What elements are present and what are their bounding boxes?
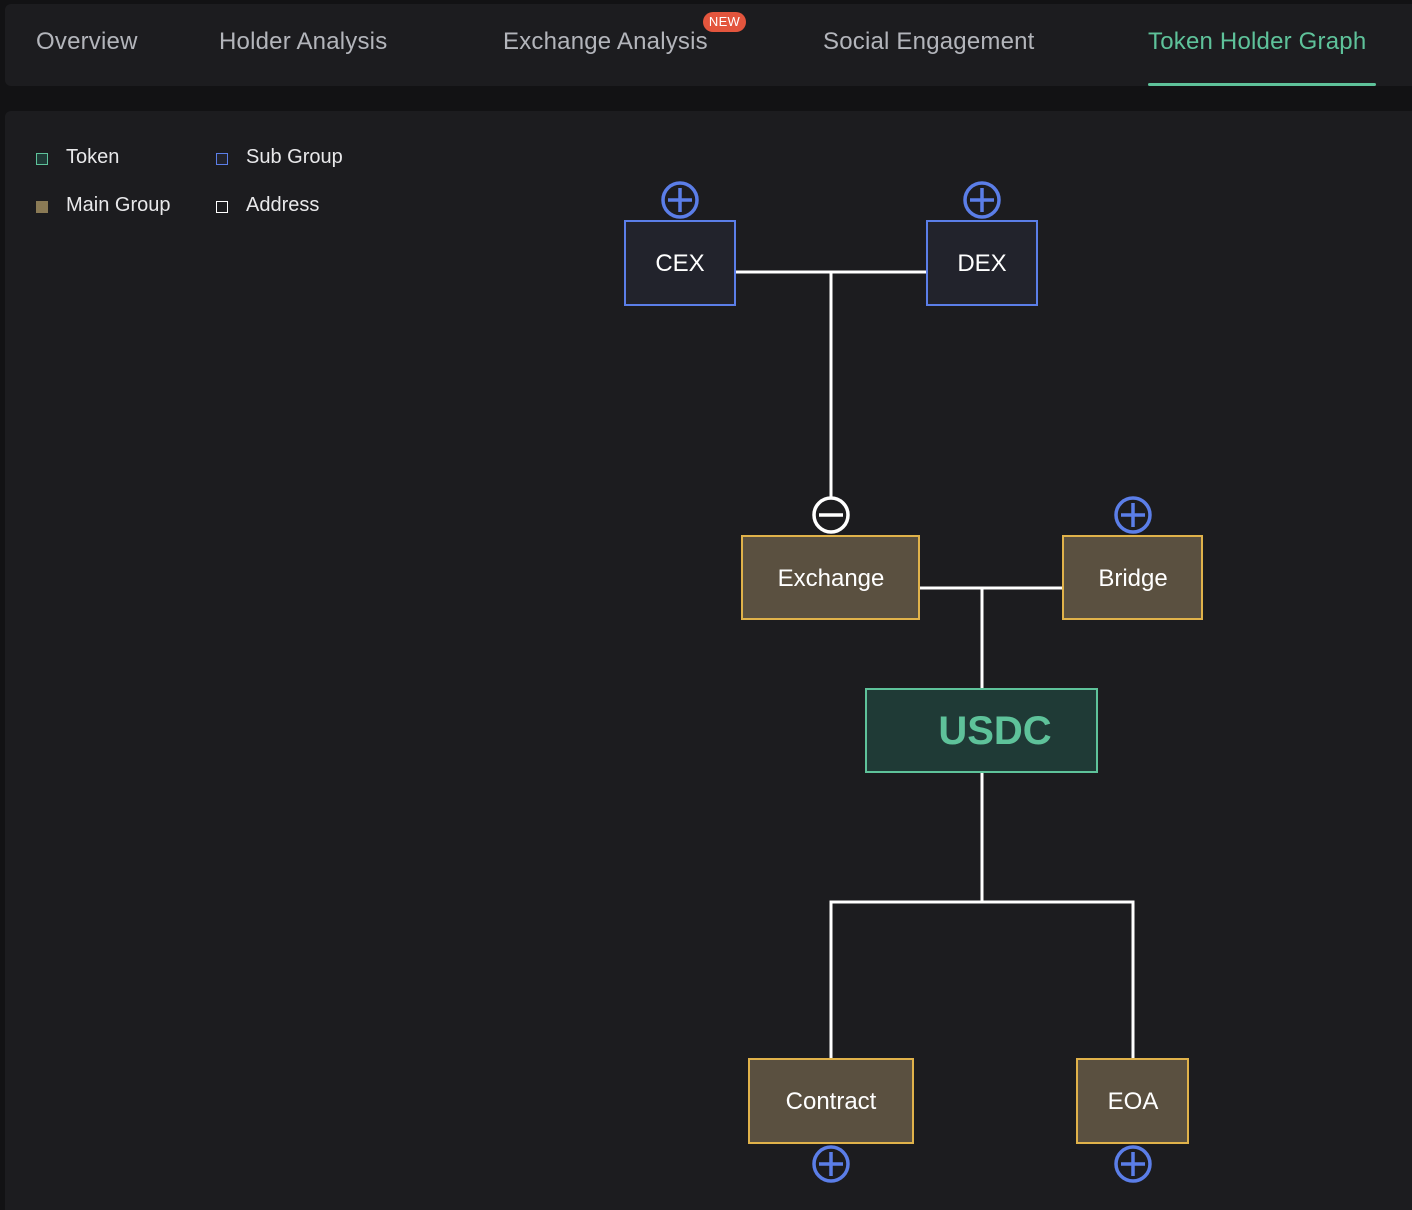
tab-holder-analysis[interactable]: Holder Analysis (219, 28, 388, 55)
edge-contract-eoa (829, 900, 1135, 1059)
graph-edges (735, 270, 1135, 1059)
node-label: Exchange (778, 565, 885, 592)
legend-label: Token (66, 146, 120, 168)
expand-icon[interactable] (1114, 1145, 1152, 1183)
legend-label: Sub Group (246, 146, 343, 168)
tab-social-engagement[interactable]: Social Engagement (823, 28, 1035, 55)
node-dex[interactable]: DEX (926, 220, 1038, 306)
active-tab-indicator (1148, 83, 1376, 86)
tab-exchange-analysis[interactable]: Exchange Analysis (503, 28, 708, 55)
expand-icon[interactable] (1114, 496, 1152, 534)
node-label: Contract (786, 1088, 877, 1115)
main-group-swatch (36, 201, 48, 213)
collapse-icon[interactable] (812, 496, 850, 534)
address-swatch (216, 201, 228, 213)
node-label: CEX (655, 250, 704, 277)
expand-icon[interactable] (812, 1145, 850, 1183)
expand-icon[interactable] (963, 181, 1001, 219)
node-contract[interactable]: Contract (748, 1058, 914, 1144)
node-label: EOA (1108, 1088, 1159, 1115)
node-label: Bridge (1098, 565, 1167, 592)
tab-token-holder-graph[interactable]: Token Holder Graph (1148, 28, 1367, 55)
legend-label: Main Group (66, 194, 171, 216)
token-swatch (36, 153, 48, 165)
sub-group-swatch (216, 153, 228, 165)
node-label: DEX (957, 250, 1006, 277)
node-usdc[interactable]: USDC (865, 688, 1098, 773)
node-label: USDC (938, 709, 1051, 753)
node-exchange[interactable]: Exchange (741, 535, 920, 620)
node-cex[interactable]: CEX (624, 220, 736, 306)
node-eoa[interactable]: EOA (1076, 1058, 1189, 1144)
legend-label: Address (246, 194, 320, 216)
expand-icon[interactable] (661, 181, 699, 219)
new-badge: NEW (703, 12, 746, 32)
tab-overview[interactable]: Overview (36, 28, 138, 55)
node-bridge[interactable]: Bridge (1062, 535, 1203, 620)
